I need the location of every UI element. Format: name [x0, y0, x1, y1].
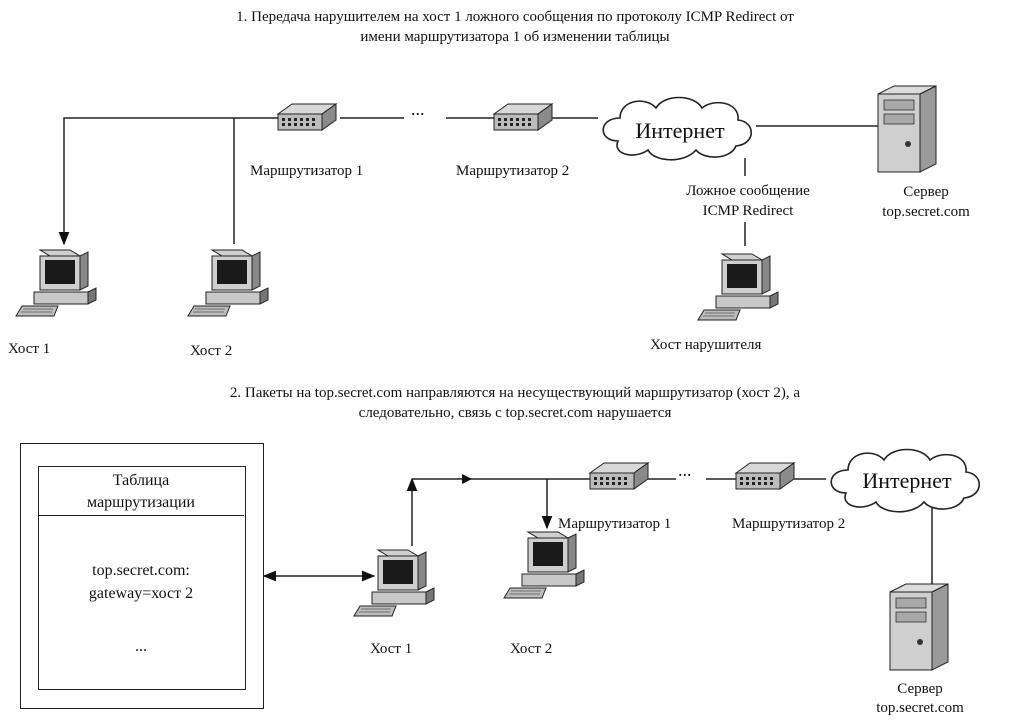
bottom-router1-label: Маршрутизатор 1	[558, 516, 672, 532]
bottom-dots: ...	[678, 460, 692, 480]
routing-table	[38, 466, 246, 690]
routing-table-header: Таблица маршрутизации	[38, 466, 244, 516]
bottom-host2-label: Хост 2	[510, 641, 553, 657]
routing-table-row1: top.secret.com:	[92, 562, 190, 579]
top-fake-msg-line2: ICMP Redirect	[702, 203, 794, 219]
top-internet-label: Интернет	[635, 118, 725, 143]
top-server	[877, 85, 937, 173]
top-router1-label: Маршрутизатор 1	[250, 163, 364, 179]
bottom-router1	[589, 462, 649, 490]
bottom-internet-label: Интернет	[862, 468, 952, 493]
bottom-router2-label: Маршрутизатор 2	[732, 516, 846, 532]
routing-table-outer	[20, 443, 264, 709]
bottom-title-line2: следовательно, связь с top.secret.com на…	[358, 405, 672, 421]
top-host1-label: Хост 1	[8, 341, 51, 357]
routing-table-header-line1: Таблица	[112, 472, 170, 489]
top-title-line2: имени маршрутизатора 1 об изменении табл…	[360, 29, 670, 45]
top-host2-label: Хост 2	[190, 343, 233, 359]
top-host1-pc	[15, 249, 97, 317]
bottom-router2	[735, 462, 795, 490]
top-server-label-line2: top.secret.com	[882, 204, 970, 220]
bottom-server-label-line1: Сервер	[897, 681, 943, 697]
bottom-host1-label: Хост 1	[370, 641, 413, 657]
bottom-server	[889, 583, 949, 671]
top-router2-label: Маршрутизатор 2	[456, 163, 570, 179]
top-dots: ...	[411, 99, 425, 119]
top-attacker-pc	[697, 253, 779, 321]
routing-table-header-line2: маршрутизации	[87, 494, 195, 511]
top-router2	[493, 103, 553, 131]
bottom-title-line1: 2. Пакеты на top.secret.com направляются…	[229, 385, 801, 401]
top-links	[58, 117, 878, 246]
top-fake-msg-line1: Ложное сообщение	[686, 183, 810, 199]
routing-table-row2: gateway=хост 2	[88, 585, 194, 602]
top-router1	[277, 103, 337, 131]
top-attacker-label: Хост нарушителя	[650, 337, 762, 353]
top-server-label-line1: Сервер	[903, 184, 949, 200]
bottom-server-label-line2: top.secret.com	[876, 700, 964, 716]
bottom-host1-pc	[353, 549, 435, 617]
top-title-line1: 1. Передача нарушителем на хост 1 ложног…	[236, 9, 794, 25]
bottom-links	[262, 474, 933, 584]
bottom-host2-pc	[503, 531, 585, 599]
top-host2-pc	[187, 249, 269, 317]
bottom-bus-arrowhead	[462, 474, 472, 484]
routing-table-row3: ...	[135, 638, 147, 655]
top-link-host1	[58, 117, 278, 246]
